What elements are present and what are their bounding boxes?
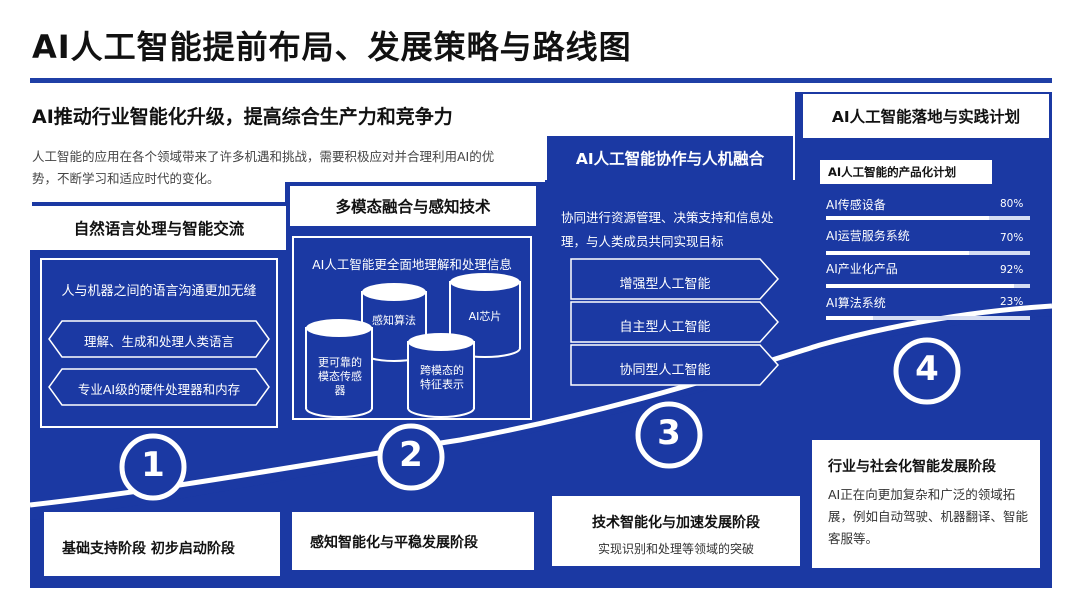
- progress-fill-2: [826, 251, 969, 255]
- stage3-desc: 协同进行资源管理、决策支持和信息处理，与人类成员共同实现目标: [561, 210, 774, 249]
- step-number-1: 1: [141, 445, 165, 485]
- progress-label-2: AI运营服务系统: [826, 229, 910, 243]
- stage4-panel-title: AI人工智能的产品化计划: [820, 160, 992, 184]
- page-title: AI人工智能提前布局、发展策略与路线图: [32, 28, 632, 66]
- progress-value-4: 23%: [1000, 296, 1024, 308]
- intro-text: 人工智能的应用在各个领域带来了许多机遇和挑战，需要积极应对并合理利用AI的优势，…: [32, 149, 495, 186]
- stage3-footer-desc: 实现识别和处理等领域的突破: [597, 542, 754, 556]
- cylinder-label-sensor: 更可靠的模态传感器: [318, 356, 362, 397]
- progress-label-3: AI产业化产品: [826, 262, 898, 276]
- stage2-footer-label: 感知智能化与平稳发展阶段: [310, 535, 478, 551]
- step-circle-4: [893, 337, 961, 405]
- title-underline: [30, 78, 1052, 83]
- stage1-hex-1: [48, 320, 270, 358]
- progress-label-1: AI传感设备: [826, 198, 886, 212]
- stage3-item-3: 协同型人工智能: [619, 363, 711, 378]
- progress-fill-3: [826, 284, 1014, 288]
- step-circle-3: [635, 401, 703, 469]
- cylinder-label-sensing: 感知算法: [372, 314, 416, 327]
- stage3-header-label: AI人工智能协作与人机融合: [575, 150, 765, 168]
- cylinder-label-chip: AI芯片: [468, 310, 502, 323]
- stage4-footer-desc: AI正在向更加复杂和广泛的领域拓展，例如自动驾驶、机器翻译、智能客服等。: [828, 487, 1029, 546]
- stage3-item-1: 增强型人工智能: [619, 277, 711, 292]
- progress-track-4: [826, 316, 1030, 320]
- stage2-cylinders: [305, 273, 521, 418]
- stage1-hex-2: [48, 368, 270, 406]
- progress-value-3: 92%: [1000, 264, 1024, 276]
- stage3-arrows: [570, 258, 780, 386]
- step-number-2: 2: [399, 435, 423, 475]
- progress-track-3: [826, 284, 1030, 288]
- stage2-header: 多模态融合与感知技术: [290, 182, 536, 226]
- progress-label-4: AI算法系统: [826, 296, 886, 310]
- stage2-header-label: 多模态融合与感知技术: [335, 198, 491, 216]
- stage1-header-label: 自然语言处理与智能交流: [73, 220, 245, 238]
- cylinder-label-feature: 跨模态的特征表示: [420, 364, 464, 391]
- progress-track-1: [826, 216, 1030, 220]
- stage2-panel: [292, 236, 532, 420]
- step-number-4: 4: [915, 349, 939, 389]
- progress-track-2: [826, 251, 1030, 255]
- stage4-header: AI人工智能落地与实践计划: [803, 94, 1049, 138]
- progress-fill-4: [826, 316, 873, 320]
- step-circle-1: [119, 433, 187, 501]
- step-circle-2: [377, 423, 445, 491]
- stage1-footer-label: 基础支持阶段 初步启动阶段: [62, 541, 235, 557]
- stage1-header: 自然语言处理与智能交流: [32, 202, 286, 250]
- stage3-item-2: 自主型人工智能: [619, 320, 711, 335]
- stage1-footer-box: 基础支持阶段 初步启动阶段: [44, 512, 280, 576]
- stage4-footer-box: 行业与社会化智能发展阶段 AI正在向更加复杂和广泛的领域拓展，例如自动驾驶、机器…: [812, 440, 1040, 568]
- step-number-3: 3: [657, 413, 681, 453]
- stage1-desc: 人与机器之间的语言沟通更加无缝: [61, 284, 257, 299]
- stage1-item-1: 理解、生成和处理人类语言: [83, 334, 234, 349]
- stage4-header-label: AI人工智能落地与实践计划: [831, 108, 1021, 126]
- subtitle: AI推动行业智能化升级，提高综合生产力和竞争力: [32, 106, 453, 128]
- stage1-panel: [40, 258, 278, 428]
- progress-value-2: 70%: [1000, 232, 1024, 244]
- stage2-footer-box: 感知智能化与平稳发展阶段: [292, 512, 534, 570]
- progress-fill-1: [826, 216, 990, 220]
- stage2-desc: AI人工智能更全面地理解和处理信息: [312, 257, 512, 272]
- stage3-header: AI人工智能协作与人机融合: [547, 136, 793, 180]
- progress-value-1: 80%: [1000, 198, 1024, 210]
- stage4-footer-label: 行业与社会化智能发展阶段: [828, 459, 996, 475]
- stage3-footer-box: 技术智能化与加速发展阶段 实现识别和处理等领域的突破: [552, 496, 800, 566]
- stage1-item-2: 专业AI级的硬件处理器和内存: [77, 382, 241, 397]
- stage3-footer-label: 技术智能化与加速发展阶段: [592, 515, 760, 531]
